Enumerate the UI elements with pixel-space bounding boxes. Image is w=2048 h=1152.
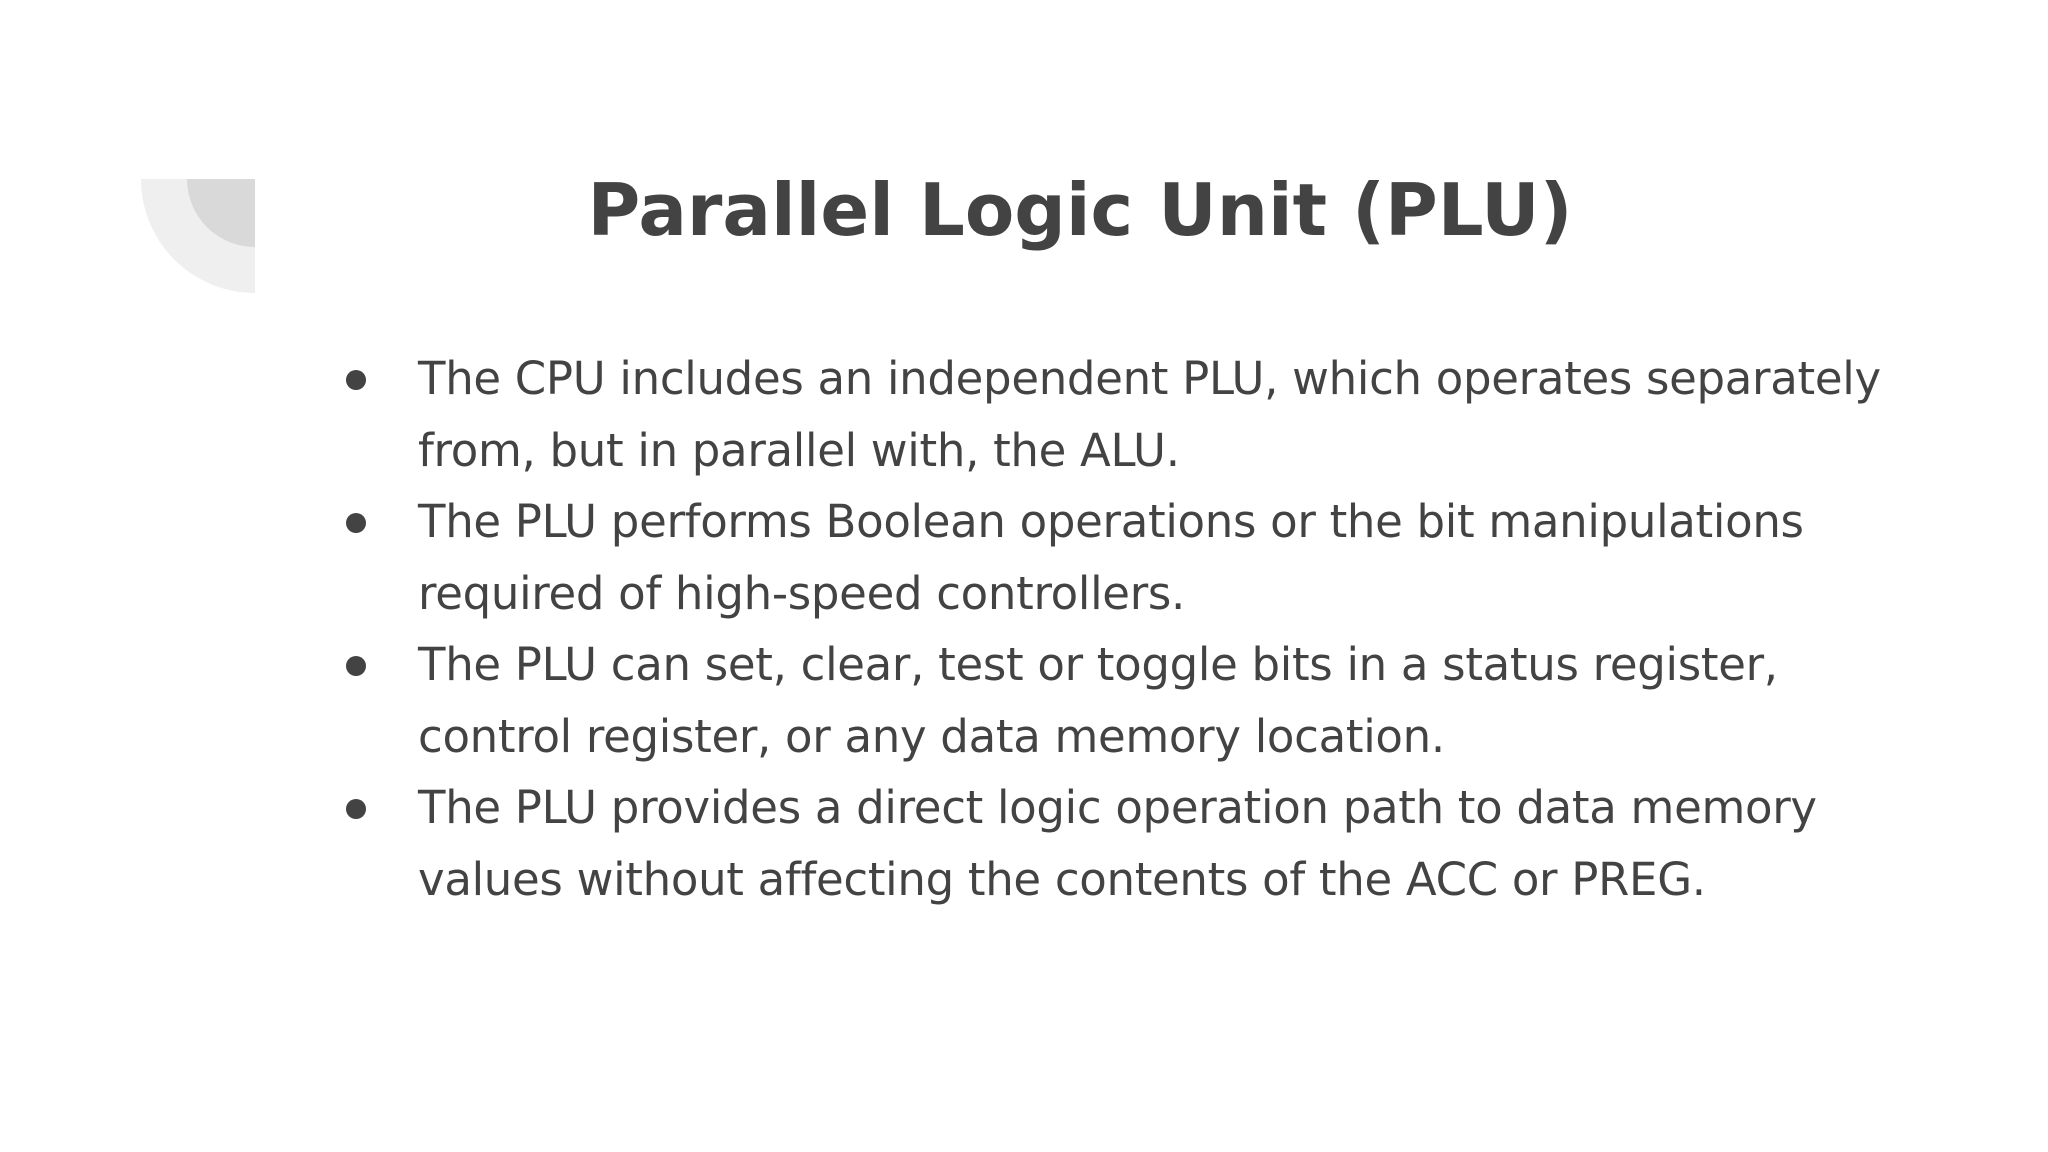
bullet-dot-icon <box>346 799 366 819</box>
bullet-dot-icon <box>346 656 366 676</box>
corner-quarter-circle-decoration <box>141 179 255 293</box>
bullet-item: The PLU performs Boolean operations or t… <box>336 486 1896 629</box>
slide-title: Parallel Logic Unit (PLU) <box>587 168 1573 252</box>
bullet-item: The PLU can set, clear, test or toggle b… <box>336 629 1896 772</box>
bullet-dot-icon <box>346 513 366 533</box>
bullet-text: The PLU can set, clear, test or toggle b… <box>418 638 1778 763</box>
bullet-text: The CPU includes an independent PLU, whi… <box>418 352 1881 477</box>
bullet-text: The PLU performs Boolean operations or t… <box>418 495 1804 620</box>
bullet-item: The CPU includes an independent PLU, whi… <box>336 343 1896 486</box>
bullet-item: The PLU provides a direct logic operatio… <box>336 772 1896 915</box>
bullet-text: The PLU provides a direct logic operatio… <box>418 781 1817 906</box>
bullet-list: The CPU includes an independent PLU, whi… <box>336 343 1896 915</box>
inner-quarter-circle <box>187 179 255 247</box>
bullet-dot-icon <box>346 370 366 390</box>
